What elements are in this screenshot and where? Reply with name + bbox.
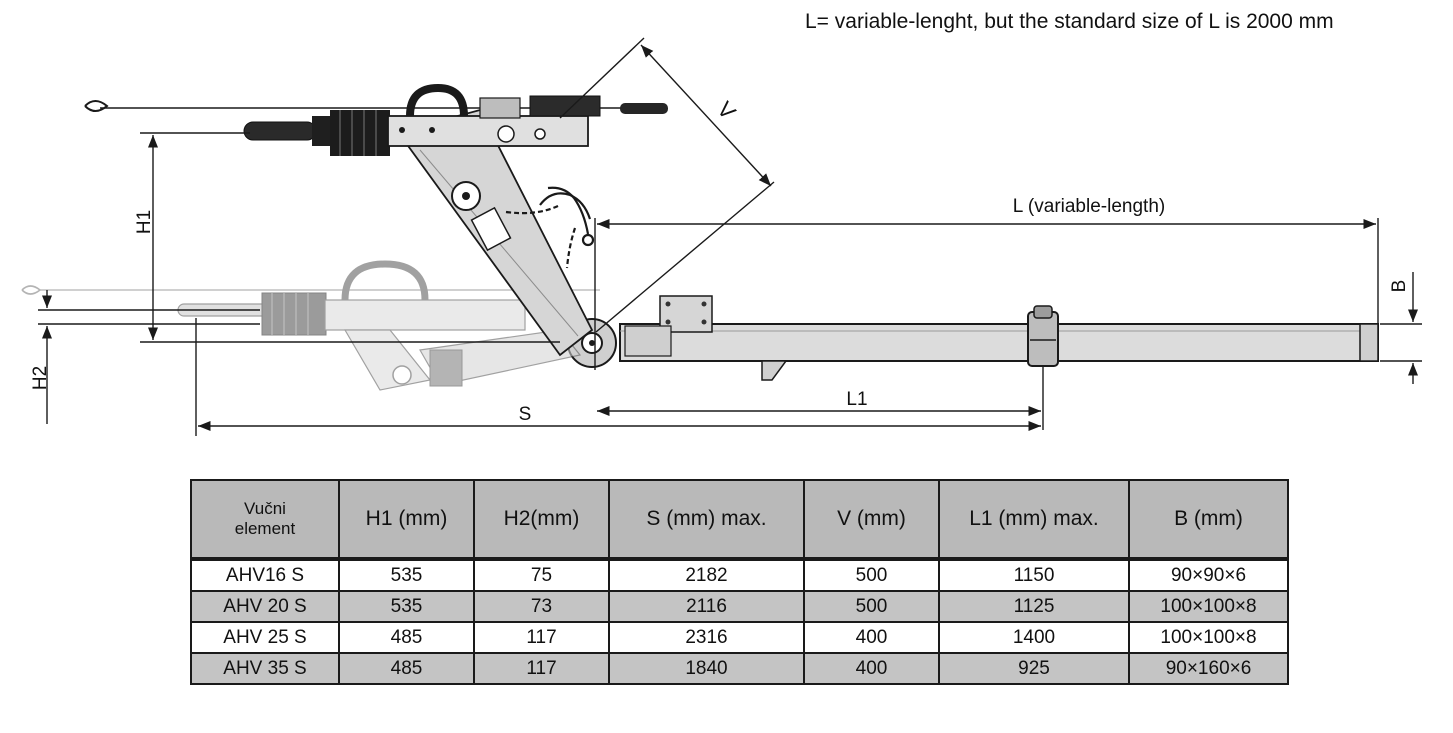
cell-model: AHV 35 S xyxy=(190,652,340,685)
cell-b: 90×90×6 xyxy=(1128,557,1289,592)
dimension-h1-label: H1 xyxy=(134,210,155,234)
header-l1: L1 (mm) max. xyxy=(938,479,1130,560)
length-note: L= variable-lenght, but the standard siz… xyxy=(805,10,1334,33)
dimension-s-label: S xyxy=(519,404,532,425)
dimension-b xyxy=(1380,272,1422,384)
dimension-l1 xyxy=(597,366,1044,430)
cell-v: 500 xyxy=(803,557,940,592)
dimension-h1 xyxy=(140,132,560,343)
table-row: AHV16 S 535 75 2182 500 1150 90×90×6 xyxy=(190,557,1289,592)
cell-v: 400 xyxy=(803,652,940,685)
cell-b: 90×160×6 xyxy=(1128,652,1289,685)
cell-h2: 75 xyxy=(473,557,610,592)
header-s: S (mm) max. xyxy=(608,479,805,560)
cell-l1: 1150 xyxy=(938,557,1130,592)
dimension-l xyxy=(594,218,1379,370)
cell-h1: 535 xyxy=(338,557,475,592)
cell-v: 400 xyxy=(803,621,940,654)
header-towing-element: Vučni element xyxy=(190,479,340,560)
cell-h2: 73 xyxy=(473,590,610,623)
table-row: AHV 35 S 485 117 1840 400 925 90×160×6 xyxy=(190,652,1289,685)
tube-clamp xyxy=(1027,305,1059,367)
dimension-l1-label: L1 xyxy=(846,389,867,410)
header-b: B (mm) xyxy=(1128,479,1289,560)
cell-model: AHV16 S xyxy=(190,557,340,592)
header-v: V (mm) xyxy=(803,479,940,560)
mounting-plate xyxy=(624,295,713,357)
cell-model: AHV 25 S xyxy=(190,621,340,654)
cell-s: 1840 xyxy=(608,652,805,685)
header-h1: H1 (mm) xyxy=(338,479,475,560)
drawbar-diagram: V L (variable-length) B H1 xyxy=(21,37,1422,436)
hitch-lowered-position xyxy=(21,260,600,391)
cell-h1: 535 xyxy=(338,590,475,623)
cell-b: 100×100×8 xyxy=(1128,590,1289,623)
cell-s: 2316 xyxy=(608,621,805,654)
dimension-l-label: L (variable-length) xyxy=(1013,196,1165,217)
cell-b: 100×100×8 xyxy=(1128,621,1289,654)
cell-s: 2182 xyxy=(608,557,805,592)
table-header-row: Vučni element H1 (mm) H2(mm) S (mm) max.… xyxy=(190,479,1289,560)
dimension-b-label: B xyxy=(1389,280,1410,293)
table-row: AHV 25 S 485 117 2316 400 1400 100×100×8 xyxy=(190,621,1289,654)
dimension-h2-label: H2 xyxy=(30,366,51,390)
cell-l1: 1400 xyxy=(938,621,1130,654)
cell-s: 2116 xyxy=(608,590,805,623)
header-h2: H2(mm) xyxy=(473,479,610,560)
hitch-raised-position xyxy=(84,83,668,357)
cell-h2: 117 xyxy=(473,652,610,685)
safety-chain xyxy=(505,186,595,269)
cell-v: 500 xyxy=(803,590,940,623)
dimension-h2 xyxy=(38,290,260,424)
cell-l1: 1125 xyxy=(938,590,1130,623)
dimension-s xyxy=(195,318,1041,436)
cell-model: AHV 20 S xyxy=(190,590,340,623)
table-row: AHV 20 S 535 73 2116 500 1125 100×100×8 xyxy=(190,590,1289,623)
cell-h1: 485 xyxy=(338,652,475,685)
spec-table: Vučni element H1 (mm) H2(mm) S (mm) max.… xyxy=(190,479,1289,685)
dimension-v xyxy=(559,37,775,333)
cell-l1: 925 xyxy=(938,652,1130,685)
cell-h2: 117 xyxy=(473,621,610,654)
dimension-v-label: V xyxy=(712,97,741,125)
cell-h1: 485 xyxy=(338,621,475,654)
drawbar-tube xyxy=(619,323,1379,381)
